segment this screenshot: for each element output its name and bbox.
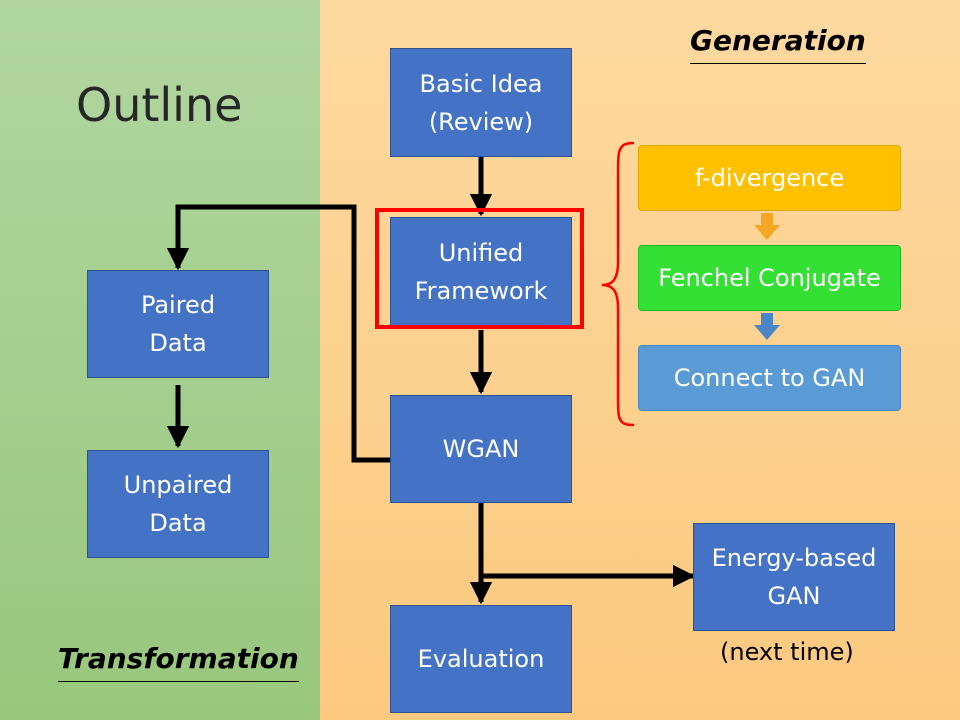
down-arrow-icon-orange xyxy=(754,213,780,240)
box-evaluation: Evaluation xyxy=(390,605,572,713)
down-arrow-icon-blue xyxy=(754,313,780,340)
highlight-unified-framework xyxy=(375,208,584,329)
arrow-wgan-to-paired xyxy=(166,204,390,463)
detail-f-divergence: f-divergence xyxy=(638,145,901,211)
box-wgan: WGAN xyxy=(390,395,572,503)
section-label-generation: Generation xyxy=(690,24,866,64)
box-basic-idea: Basic Idea(Review) xyxy=(390,48,572,157)
section-label-transformation: Transformation xyxy=(58,642,299,682)
detail-fenchel-conjugate: Fenchel Conjugate xyxy=(638,245,901,311)
slide-title: Outline xyxy=(76,78,243,132)
detail-connect-to-gan: Connect to GAN xyxy=(638,345,901,411)
curly-brace-icon xyxy=(601,141,635,427)
next-time-note: (next time) xyxy=(720,638,854,666)
